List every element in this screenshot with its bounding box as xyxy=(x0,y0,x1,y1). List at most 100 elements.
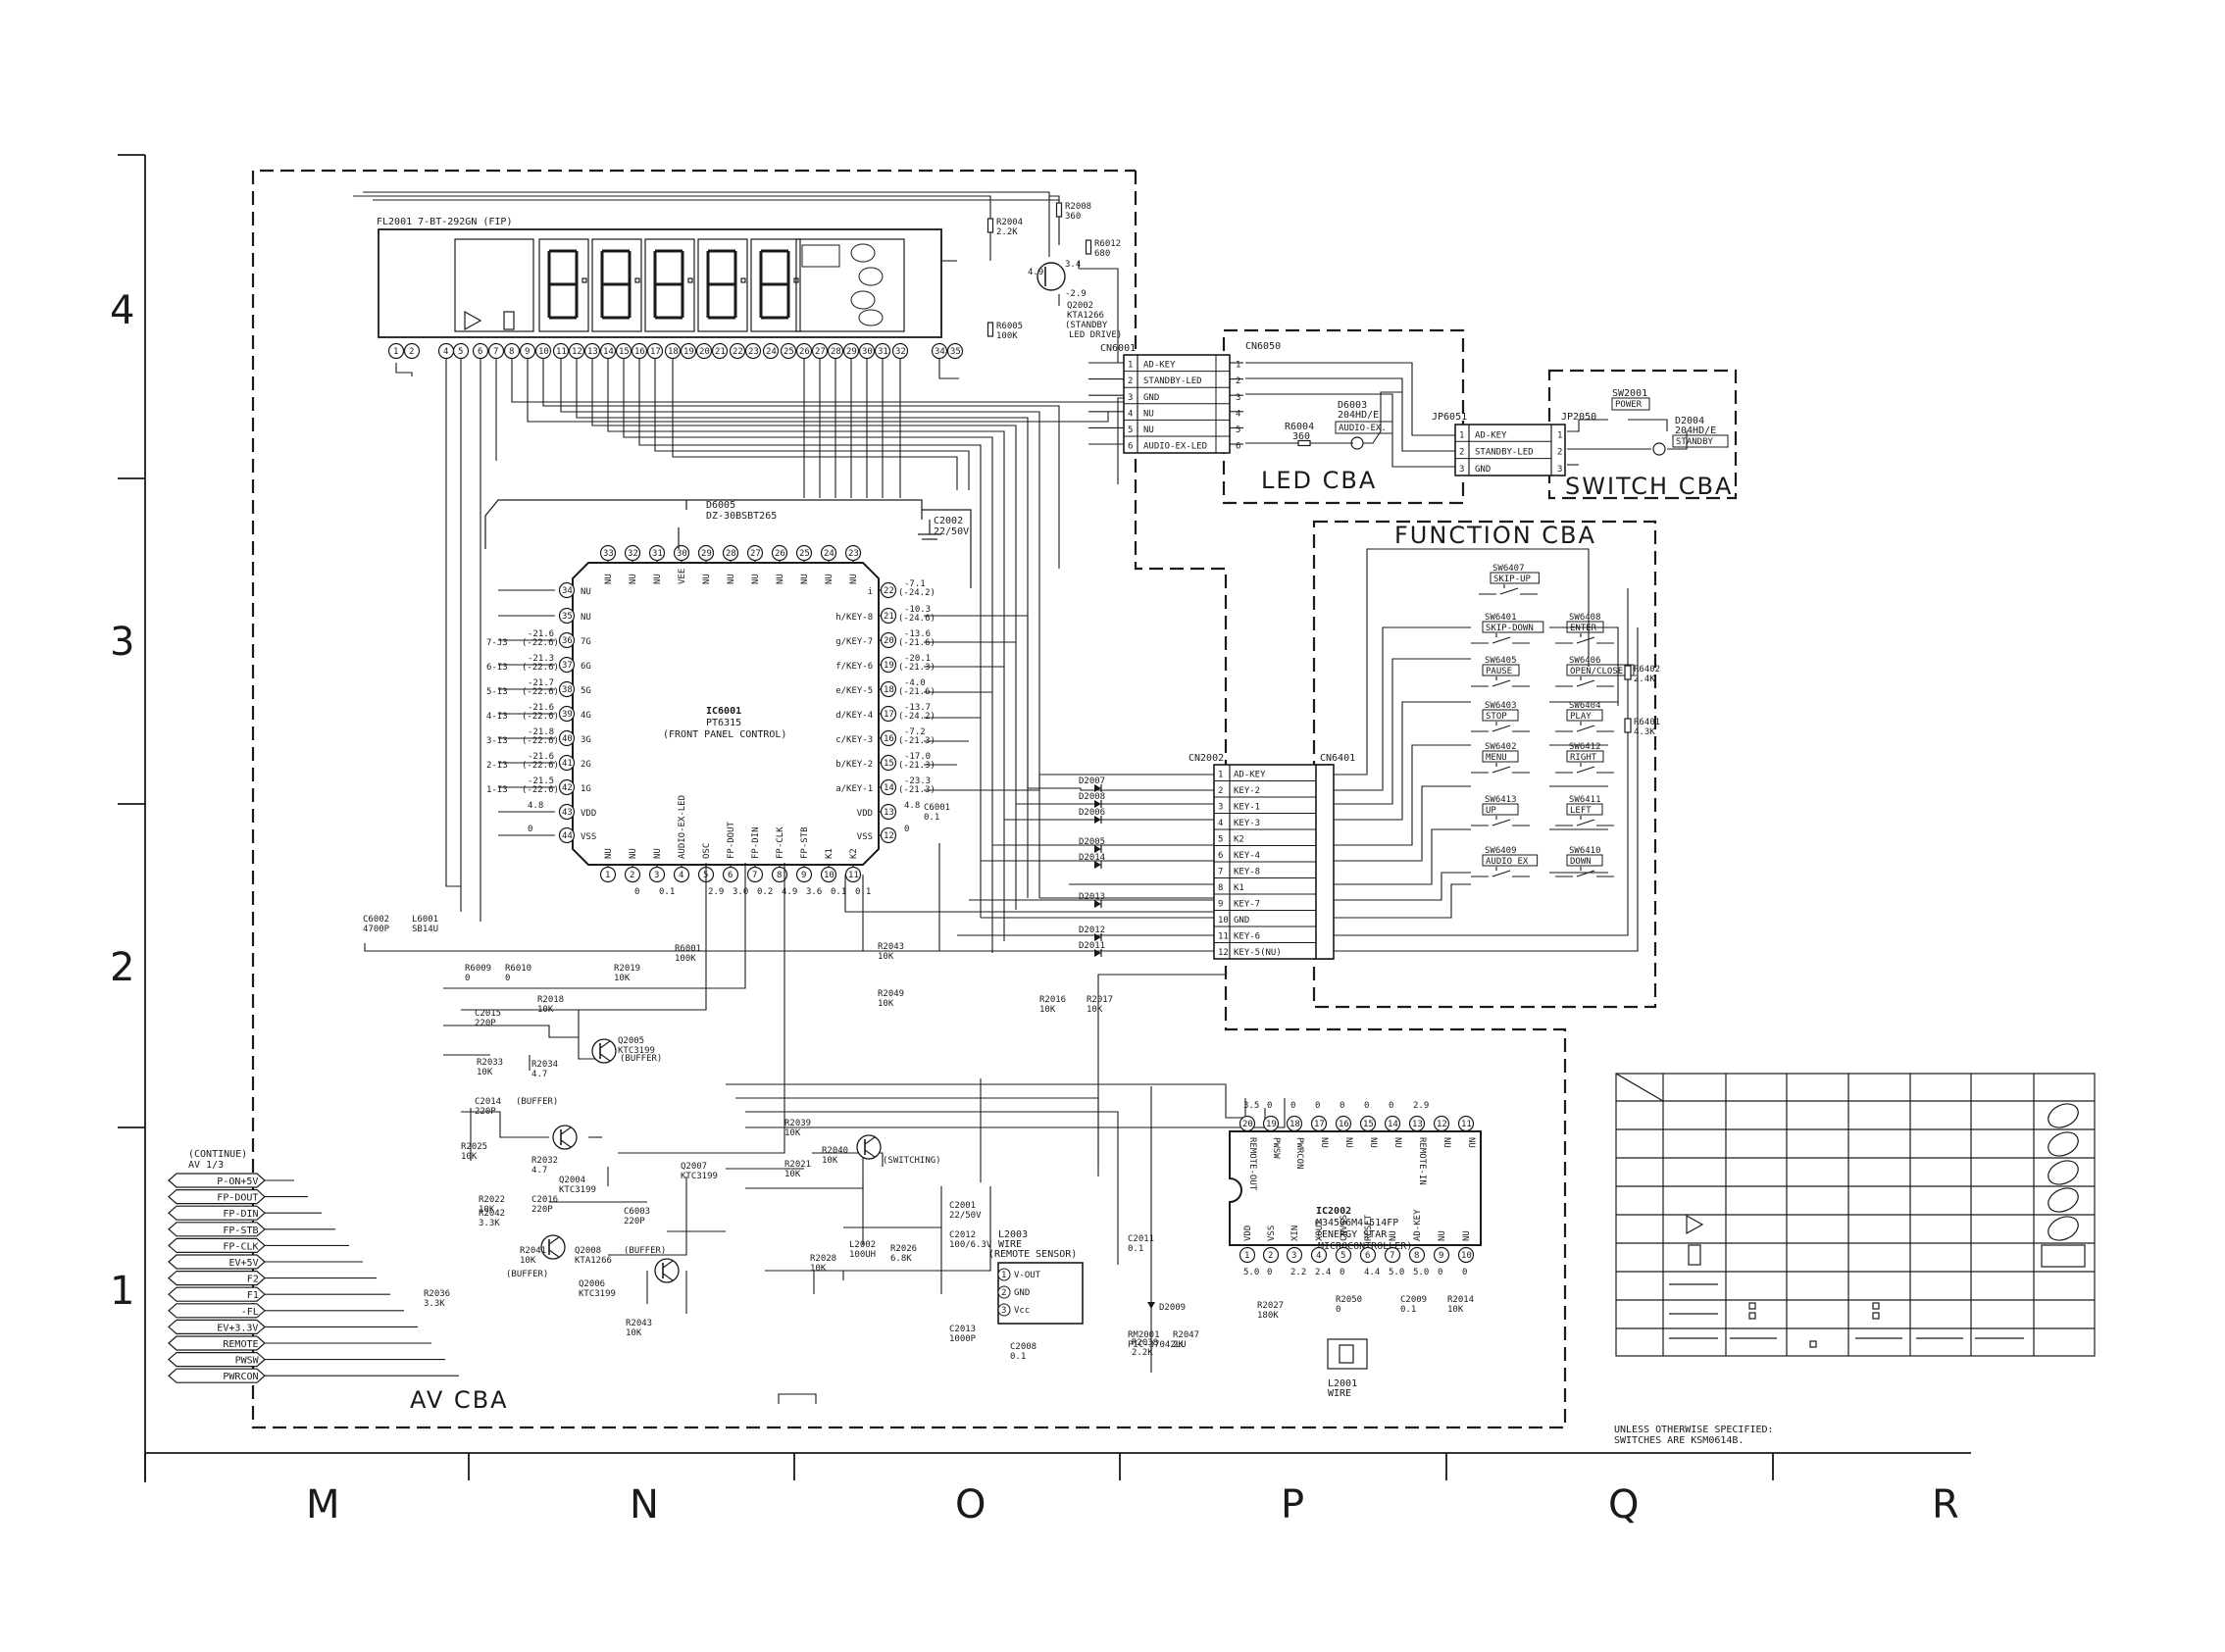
ic2002-pin-name: NU xyxy=(1392,1137,1402,1148)
ic2002-pin-number: 8 xyxy=(1414,1251,1419,1261)
diode-icon xyxy=(1094,900,1101,908)
fip-pin-number: 19 xyxy=(683,347,694,357)
ic2002-pin-name: CNVSS xyxy=(1340,1215,1349,1241)
ic6001-pin-voltage: (-21.6) xyxy=(898,687,936,697)
ic6001-pin-name: d/KEY-4 xyxy=(835,711,873,721)
fip-wires xyxy=(353,191,1145,953)
connector-pin-number: 1 xyxy=(1236,361,1240,371)
ic6001-pin-voltage: -13.7 xyxy=(904,703,931,713)
ic6001-pin xyxy=(558,778,576,796)
fip-pin xyxy=(780,342,797,360)
ic2002-pin xyxy=(1408,1115,1426,1132)
component-ref: C2009 xyxy=(1400,1295,1427,1305)
fip-digit-segments xyxy=(759,249,790,320)
ic6001-pin-voltage: -17.0 xyxy=(904,752,931,762)
component-ref: L2002 xyxy=(849,1240,876,1250)
ic6001-pin-name: FP-DIN xyxy=(751,826,761,859)
ic6001-pin-name: a/KEY-1 xyxy=(835,784,873,794)
ic6001-pin-number: 10 xyxy=(824,871,834,880)
q2008-desc: (BUFFER) xyxy=(506,1270,548,1279)
ic2002-pin-voltage: 0 xyxy=(1364,1101,1369,1111)
switch-label-box xyxy=(1490,572,1540,584)
ic2002-pin-voltage: 4.4 xyxy=(1364,1268,1380,1277)
transistor-emitter xyxy=(864,1149,876,1158)
ic6001-pin xyxy=(880,778,897,796)
ic2002-pin xyxy=(1286,1115,1303,1132)
component-ref: C2016 xyxy=(531,1195,558,1205)
fip-digit-dot xyxy=(687,277,693,283)
fip-pin-number: 4 xyxy=(443,347,448,357)
component-ref: R2032 xyxy=(531,1156,558,1166)
ic6001-pin-number: 31 xyxy=(652,549,663,559)
diode-icon xyxy=(1094,861,1101,869)
grid-row-label: 2 xyxy=(110,945,134,990)
component-val: 680 xyxy=(1094,249,1110,259)
q2005-desc: (BUFFER) xyxy=(620,1054,662,1064)
fip-pin xyxy=(729,342,746,360)
component-val: KTC3199 xyxy=(579,1289,616,1299)
ic6001-pin-name: 1G xyxy=(581,784,591,794)
ic2002-pin-voltage: 0 xyxy=(1389,1101,1393,1111)
av-connector-note2: AV 1/3 xyxy=(188,1160,224,1171)
ic2002-pin-voltage: 0 xyxy=(1340,1268,1344,1277)
ic6001-pin-name: VDD xyxy=(857,809,873,819)
switch-label-box xyxy=(1566,664,1635,676)
q2002-voltage: 4.9 xyxy=(1028,268,1043,277)
ic6001-pin xyxy=(820,866,837,883)
switch-ref: SW6409 xyxy=(1485,846,1517,856)
component-ref: R2050 xyxy=(1336,1295,1362,1305)
connector-pin-name: GND xyxy=(1234,916,1249,926)
note-line2: SWITCHES ARE KSM0614B. xyxy=(1614,1435,1744,1446)
connector-pin-number: 6 xyxy=(1236,442,1240,452)
component-ref: R6009 xyxy=(465,964,491,974)
component-ref: R2041 xyxy=(520,1246,546,1256)
d6003-led-icon xyxy=(1350,436,1364,450)
switch-label-box xyxy=(1566,854,1603,867)
led-cba-title: LED CBA xyxy=(1261,467,1377,494)
connector-pin-name: KEY-8 xyxy=(1234,868,1260,877)
ic6001-pin-voltage: -21.6 xyxy=(528,703,554,713)
component-val: 2.2K xyxy=(996,227,1018,237)
component-val: 10K xyxy=(520,1256,536,1266)
ic6001-pin-voltage: -13.6 xyxy=(904,629,931,639)
ic6001-pin xyxy=(880,826,897,844)
switch-cba-title: SWITCH CBA xyxy=(1565,473,1733,500)
component-val: 100K xyxy=(675,954,696,964)
switch-ref: SW6401 xyxy=(1485,613,1517,623)
ic2002-pin-number: 5 xyxy=(1340,1251,1345,1261)
ic6001-pin xyxy=(880,803,897,821)
transistor-collector xyxy=(864,1136,876,1145)
ic6001-pin-voltage: (-22.6) xyxy=(522,712,559,722)
fip-pin xyxy=(827,342,844,360)
connector-pin-number: 3 xyxy=(1128,393,1133,403)
switch-label: ENTER xyxy=(1570,624,1597,633)
ic6001-pin-voltage: (-22.6) xyxy=(522,736,559,746)
component-ref: C6002 xyxy=(363,915,389,925)
ic6001-pin xyxy=(697,544,715,562)
diode-icon xyxy=(1094,784,1101,792)
switch-label-box xyxy=(1482,750,1519,763)
connector-pin-number: 4 xyxy=(1236,409,1240,419)
component-val: 2K xyxy=(1173,1340,1184,1350)
fip-pin xyxy=(403,342,421,360)
component-ref: C6001 xyxy=(924,803,950,813)
component-val: 220P xyxy=(475,1107,496,1117)
ic6001-pin-voltage: 4.8 xyxy=(528,801,543,811)
ic6001-pin-number: 18 xyxy=(884,685,894,695)
ic6001-pin-number: 27 xyxy=(750,549,761,559)
fip-pin-number: 16 xyxy=(634,347,645,357)
ic6001-pin-signal: 5-I3 xyxy=(486,687,508,697)
ic6001-pin xyxy=(820,544,837,562)
ic6001-pin-name: OSC xyxy=(702,843,712,859)
fip-pin-number: 22 xyxy=(733,347,743,357)
ic6001-pin-voltage: (-21.3) xyxy=(898,761,936,771)
switch-label: PLAY xyxy=(1570,712,1592,722)
fip-pin-number: 6 xyxy=(478,347,482,357)
ic2002-desc1: (ENERGY STAR xyxy=(1316,1229,1388,1240)
ic6001-pin xyxy=(771,866,788,883)
fip-pin-number: 34 xyxy=(935,347,945,357)
ic2002-pin-voltage: 0 xyxy=(1267,1101,1272,1111)
ic6001-pin-voltage: (-24.2) xyxy=(898,588,936,598)
